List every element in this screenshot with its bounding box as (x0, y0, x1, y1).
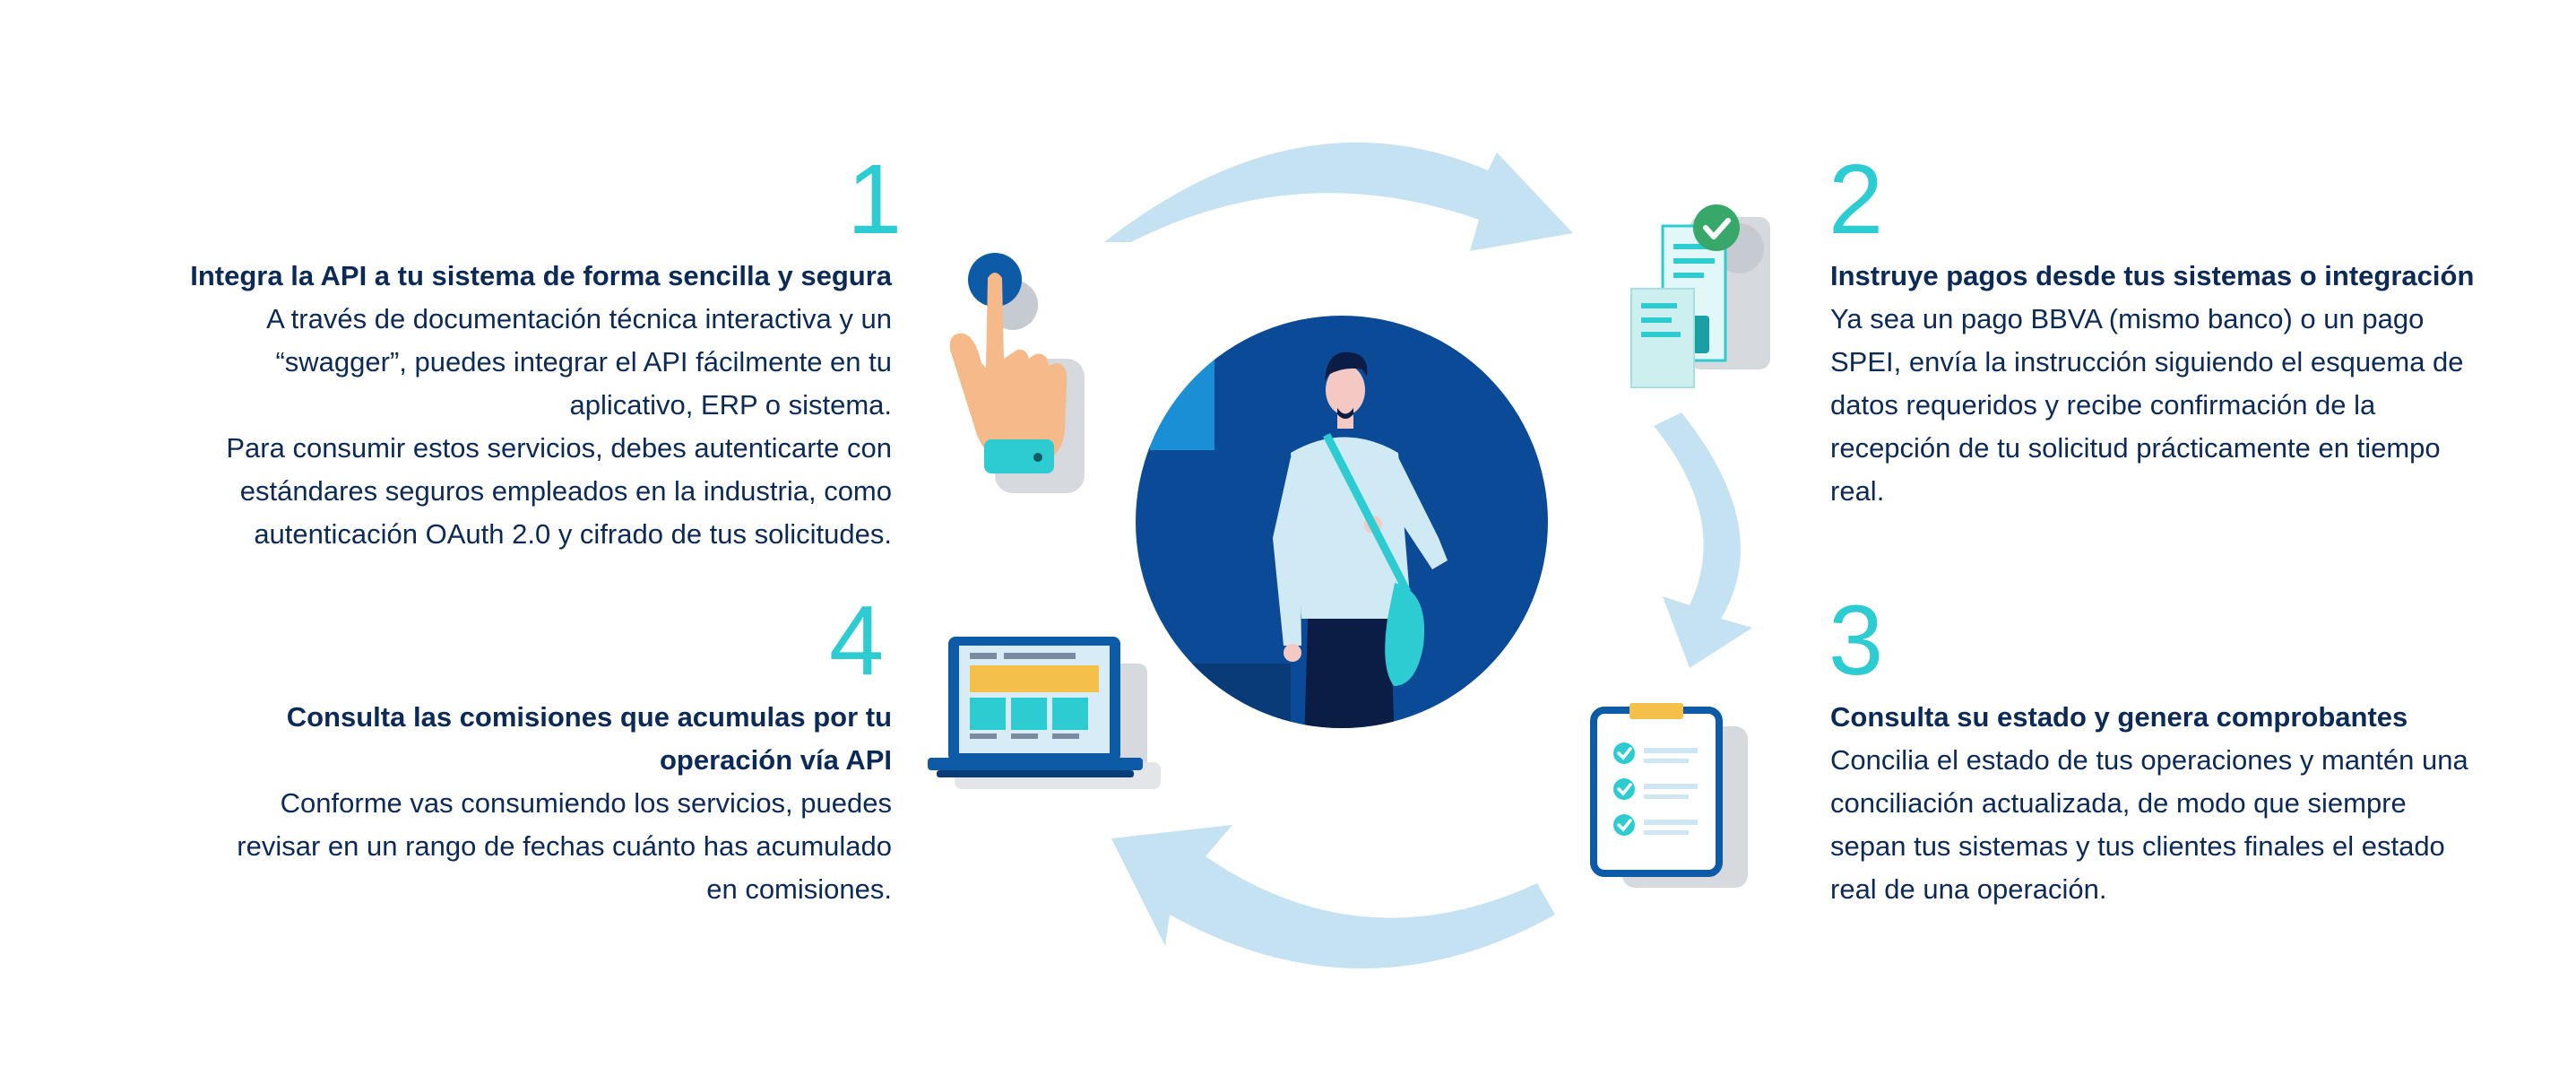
step-title: Integra la API a tu sistema de forma sen… (190, 260, 892, 291)
step-number: 4 (829, 586, 885, 696)
title-line: Consulta las comisiones que acumulas por… (286, 701, 892, 733)
body-line: Concilia el estado de tus operaciones y … (1830, 744, 2468, 776)
body-line: conciliación actualizada, de modo que si… (1830, 787, 2407, 819)
laptop-dashboard-icon (928, 637, 1161, 789)
body-line: Ya sea un pago BBVA (mismo banco) o un p… (1830, 303, 2425, 334)
body-line: sepan tus sistemas y tus clientes finale… (1830, 830, 2445, 862)
step-number: 1 (847, 144, 903, 255)
cycle-arrow-bottom (1111, 825, 1555, 968)
step-body: Conforme vas consumiendo los servicios, … (143, 782, 892, 911)
body-line: Conforme vas consumiendo los servicios, … (280, 787, 892, 819)
body-line: aplicativo, ERP o sistema. (569, 389, 892, 421)
body-line: revisar en un rango de fechas cuánto has… (237, 830, 892, 862)
title-line: operación vía API (660, 744, 892, 776)
body-line: autenticación OAuth 2.0 y cifrado de tus… (254, 518, 892, 550)
step-body: Concilia el estado de tus operaciones y … (1830, 739, 2529, 911)
clipboard-checklist-icon (1590, 703, 1748, 888)
step-title: Consulta las comisiones que acumulas por… (143, 696, 892, 782)
person-with-bag-icon (1136, 316, 1548, 728)
body-line: “swagger”, puedes integrar el API fácilm… (275, 346, 892, 378)
hand-touch-icon (949, 253, 1085, 493)
cycle-arrow-top (1104, 142, 1573, 251)
step-body: Ya sea un pago BBVA (mismo banco) o un p… (1830, 298, 2529, 513)
body-line: Para consumir estos servicios, debes aut… (226, 432, 892, 464)
body-line: real de una operación. (1830, 873, 2107, 905)
body-line: real. (1830, 475, 1885, 507)
step-title: Instruye pagos desde tus sistemas o inte… (1830, 260, 2475, 291)
step-body: A través de documentación técnica intera… (134, 298, 892, 556)
body-line: estándares seguros empleados en la indus… (239, 475, 892, 507)
step-number: 2 (1828, 144, 1884, 255)
body-line: en comisiones. (706, 873, 892, 905)
step-title: Consulta su estado y genera comprobantes (1830, 701, 2408, 733)
body-line: A través de documentación técnica intera… (266, 303, 892, 334)
body-line: SPEI, envía la instrucción siguiendo el … (1830, 346, 2464, 378)
receipt-check-icon (1630, 204, 1770, 388)
cycle-arrow-right (1654, 412, 1752, 668)
body-line: datos requeridos y recibe confirmación d… (1830, 389, 2376, 421)
step-number: 3 (1828, 586, 1884, 696)
body-line: recepción de tu solicitud prácticamente … (1830, 432, 2441, 464)
